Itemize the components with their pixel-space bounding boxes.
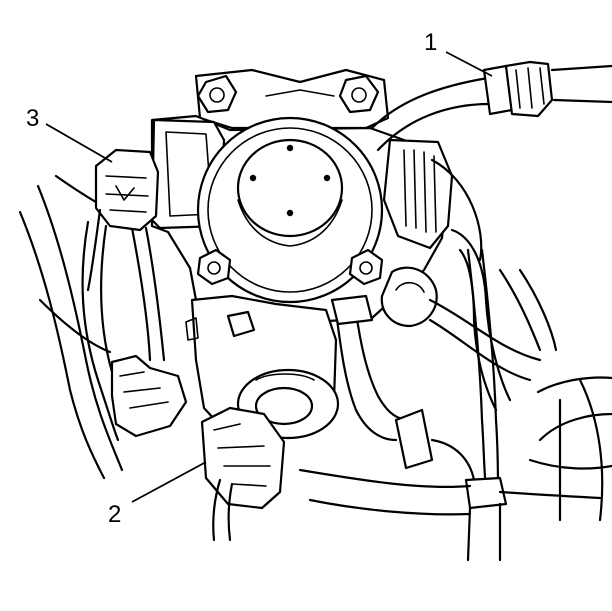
callout-3-label: 3 bbox=[26, 105, 39, 132]
center-hose bbox=[330, 248, 508, 562]
left-hoses bbox=[18, 174, 130, 480]
right-hoses bbox=[380, 158, 612, 470]
callout-2: 2 bbox=[108, 461, 207, 528]
vacuum-hose-upper bbox=[370, 60, 612, 152]
callout-3: 3 bbox=[26, 105, 113, 163]
callout-1-label: 1 bbox=[424, 29, 437, 56]
left-lower-connector bbox=[110, 226, 188, 438]
iac-connector bbox=[200, 406, 286, 542]
sensor-connector bbox=[86, 148, 160, 292]
callout-1: 1 bbox=[424, 29, 493, 77]
lower-right-clutter bbox=[298, 378, 604, 522]
callout-2-label: 2 bbox=[108, 501, 121, 528]
